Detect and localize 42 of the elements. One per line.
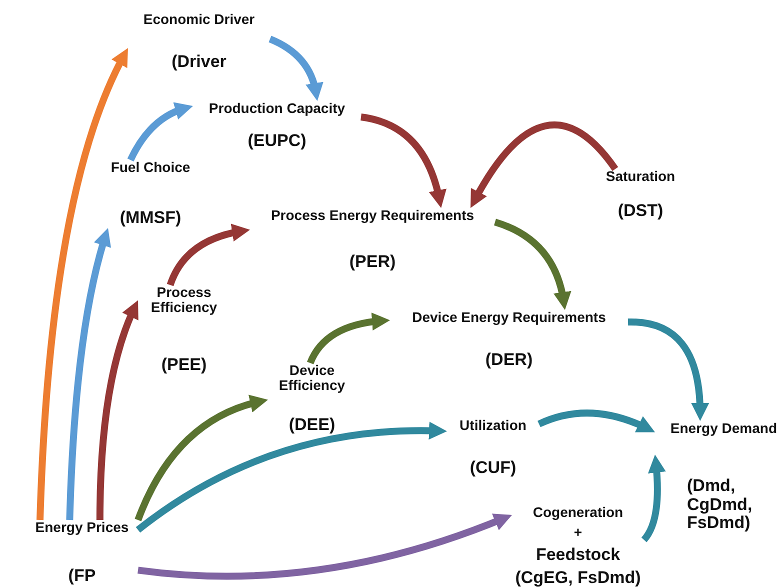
curved-arrow (307, 312, 390, 364)
curved-arrow (127, 102, 193, 162)
node-code: (CgEG, FsDmd) (515, 569, 641, 588)
node-code: (DER) (485, 351, 533, 370)
node-label: Economic Driver (143, 12, 255, 28)
node-label: Process Efficiency (150, 285, 218, 316)
node-code: Feedstock (536, 546, 620, 564)
node-code: (DEE) (288, 416, 336, 435)
node-code: (Driver (172, 53, 226, 72)
node-code: (FP (68, 567, 96, 586)
curved-arrow (360, 114, 446, 208)
node-label: Fuel Choice (110, 160, 190, 176)
node-label: Energy Demand (670, 421, 777, 436)
node-label: Saturation (606, 169, 676, 184)
node-code: (Dmd, CgDmd, FsDmd) (687, 476, 754, 533)
curved-arrow (136, 422, 447, 533)
node-code: (MMSF) (120, 209, 182, 228)
node-code: (PER) (349, 253, 396, 272)
curved-arrow (36, 48, 128, 520)
curved-arrow (494, 218, 571, 310)
node-label: Process Energy Requirements (270, 208, 474, 224)
node-code: (EUPC) (248, 132, 306, 151)
curved-arrow (641, 454, 666, 542)
node-label: Device Efficiency (278, 363, 346, 394)
node-label: Production Capacity (208, 101, 346, 116)
node-code: (DST) (618, 202, 664, 221)
curved-arrow (470, 122, 618, 208)
curved-arrow (268, 36, 323, 101)
curved-arrow (66, 228, 112, 520)
curved-arrow (134, 395, 268, 522)
node-code: (PEE) (161, 356, 207, 375)
curved-arrow (538, 410, 656, 433)
curved-arrow (628, 318, 709, 421)
node-label: Cogeneration (532, 505, 624, 520)
curved-arrow (166, 224, 250, 286)
node-label: Energy Prices (35, 520, 129, 536)
node-code: (CUF) (470, 459, 516, 478)
curved-arrow (138, 513, 512, 580)
node-label: Utilization (460, 418, 526, 434)
curved-arrow (96, 300, 139, 520)
node-label: Device Energy Requirements (412, 310, 606, 326)
node-label: + (574, 525, 582, 541)
